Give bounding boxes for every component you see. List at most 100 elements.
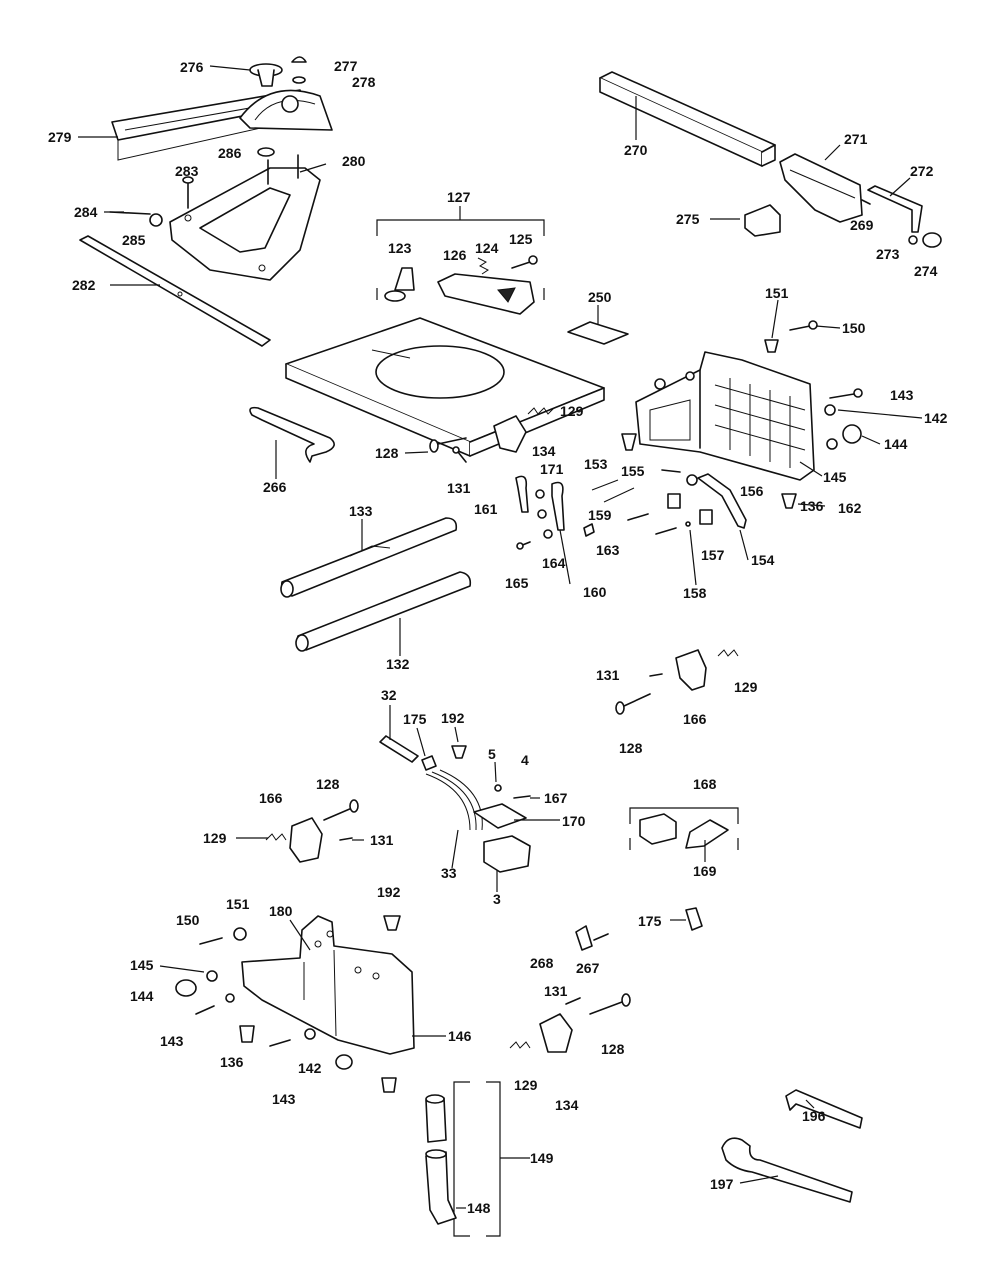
leader-lines: [78, 65, 923, 1209]
label-284: 284: [74, 204, 98, 220]
label-128-b: 128: [619, 740, 643, 756]
label-155: 155: [621, 463, 645, 479]
mitre-gauge-assembly: [79, 56, 333, 347]
label-123: 123: [388, 240, 412, 256]
label-280: 280: [342, 153, 366, 169]
label-128-c: 128: [316, 776, 340, 792]
label-278: 278: [352, 74, 376, 90]
wrenches: [721, 1089, 863, 1203]
label-283: 283: [175, 163, 199, 179]
middle-small-parts: [249, 406, 747, 550]
label-276: 276: [180, 59, 204, 75]
label-170: 170: [562, 813, 586, 829]
label-149: 149: [530, 1150, 554, 1166]
label-128: 128: [375, 445, 399, 461]
label-129-b: 129: [734, 679, 758, 695]
motor-housing-assembly: [621, 320, 863, 509]
label-279: 279: [48, 129, 72, 145]
label-169: 169: [693, 863, 717, 879]
label-131-c: 131: [370, 832, 394, 848]
label-273: 273: [876, 246, 900, 262]
label-134: 134: [532, 443, 556, 459]
label-269: 269: [850, 217, 874, 233]
label-167: 167: [544, 790, 568, 806]
label-175-a: 175: [403, 711, 427, 727]
label-166-a: 166: [683, 711, 707, 727]
label-142: 142: [924, 410, 948, 426]
label-286: 286: [218, 145, 242, 161]
base-housing-assembly: [175, 915, 415, 1093]
label-163: 163: [596, 542, 620, 558]
label-142-b: 142: [298, 1060, 322, 1076]
label-196: 196: [802, 1108, 826, 1124]
label-143: 143: [890, 387, 914, 403]
label-144: 144: [884, 436, 908, 452]
label-129: 129: [560, 403, 584, 419]
guard-group: [376, 219, 545, 315]
label-145-b: 145: [130, 957, 154, 973]
label-4: 4: [521, 752, 529, 768]
label-129-c: 129: [203, 830, 227, 846]
label-148: 148: [467, 1200, 491, 1216]
part-labels: 276 277 278 279 286 280 283 284 285 282 …: [48, 58, 948, 1216]
label-277: 277: [334, 58, 358, 74]
label-160: 160: [583, 584, 607, 600]
label-133: 133: [349, 503, 373, 519]
label-151-b: 151: [226, 896, 250, 912]
label-270: 270: [624, 142, 648, 158]
label-127: 127: [447, 189, 471, 205]
label-153: 153: [584, 456, 608, 472]
label-128-d: 128: [601, 1041, 625, 1057]
label-150-b: 150: [176, 912, 200, 928]
label-136: 136: [800, 498, 824, 514]
label-165: 165: [505, 575, 529, 591]
label-158: 158: [683, 585, 707, 601]
label-268: 268: [530, 955, 554, 971]
saw-table: [285, 317, 629, 457]
label-3: 3: [493, 891, 501, 907]
left-bracket-cluster: [265, 799, 359, 863]
label-134-b: 134: [555, 1097, 579, 1113]
label-5: 5: [488, 746, 496, 762]
label-168: 168: [693, 776, 717, 792]
label-162: 162: [838, 500, 862, 516]
label-125: 125: [509, 231, 533, 247]
label-124: 124: [475, 240, 499, 256]
label-192-a: 192: [441, 710, 465, 726]
switch-cluster: [379, 735, 739, 873]
label-180: 180: [269, 903, 293, 919]
label-154: 154: [751, 552, 775, 568]
label-145: 145: [823, 469, 847, 485]
label-151: 151: [765, 285, 789, 301]
label-131-d: 131: [544, 983, 568, 999]
label-267: 267: [576, 960, 600, 976]
label-285: 285: [122, 232, 146, 248]
right-bracket-cluster: [615, 649, 739, 715]
label-131: 131: [447, 480, 471, 496]
label-159: 159: [588, 507, 612, 523]
label-143-c: 143: [272, 1091, 296, 1107]
label-272: 272: [910, 163, 934, 179]
label-33: 33: [441, 865, 457, 881]
rip-fence-assembly: [599, 71, 942, 248]
label-157: 157: [701, 547, 725, 563]
label-274: 274: [914, 263, 938, 279]
label-271: 271: [844, 131, 868, 147]
legs-group: [425, 1081, 501, 1237]
label-192-b: 192: [377, 884, 401, 900]
label-275: 275: [676, 211, 700, 227]
label-266: 266: [263, 479, 287, 495]
label-150: 150: [842, 320, 866, 336]
label-129-d: 129: [514, 1077, 538, 1093]
label-161: 161: [474, 501, 498, 517]
label-126: 126: [443, 247, 467, 263]
label-166-b: 166: [259, 790, 283, 806]
label-164: 164: [542, 555, 566, 571]
lower-right-parts: [509, 907, 703, 1053]
support-tubes: [280, 517, 472, 652]
label-282: 282: [72, 277, 96, 293]
label-132: 132: [386, 656, 410, 672]
label-136-b: 136: [220, 1054, 244, 1070]
